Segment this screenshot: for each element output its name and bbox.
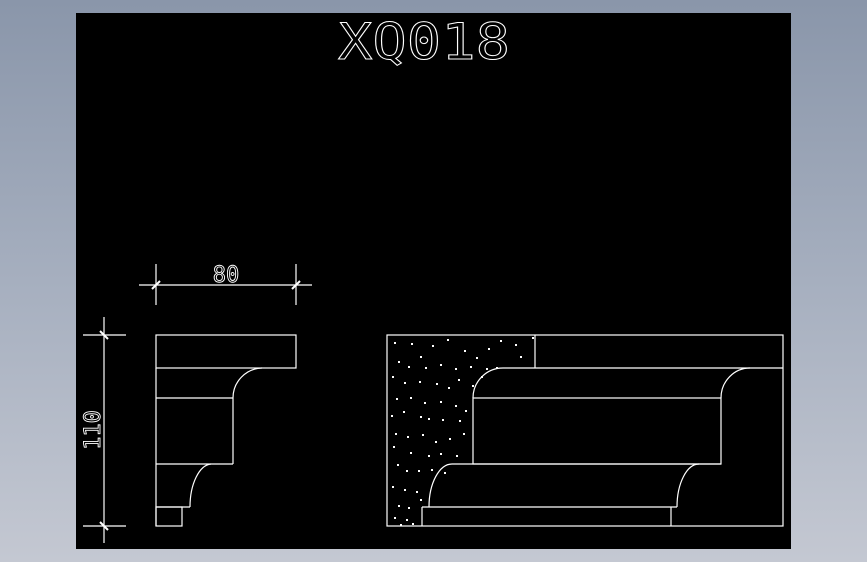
concrete-hatch [391, 337, 534, 526]
drawing-title: XQ018 [338, 13, 510, 71]
height-dimension [83, 317, 126, 543]
drawing-canvas [76, 13, 791, 549]
height-dimension-label: 110 [81, 410, 106, 450]
width-dimension-label: 80 [213, 263, 240, 288]
installed-profile [386, 334, 784, 527]
small-profile [155, 334, 297, 527]
width-dimension [139, 264, 312, 305]
